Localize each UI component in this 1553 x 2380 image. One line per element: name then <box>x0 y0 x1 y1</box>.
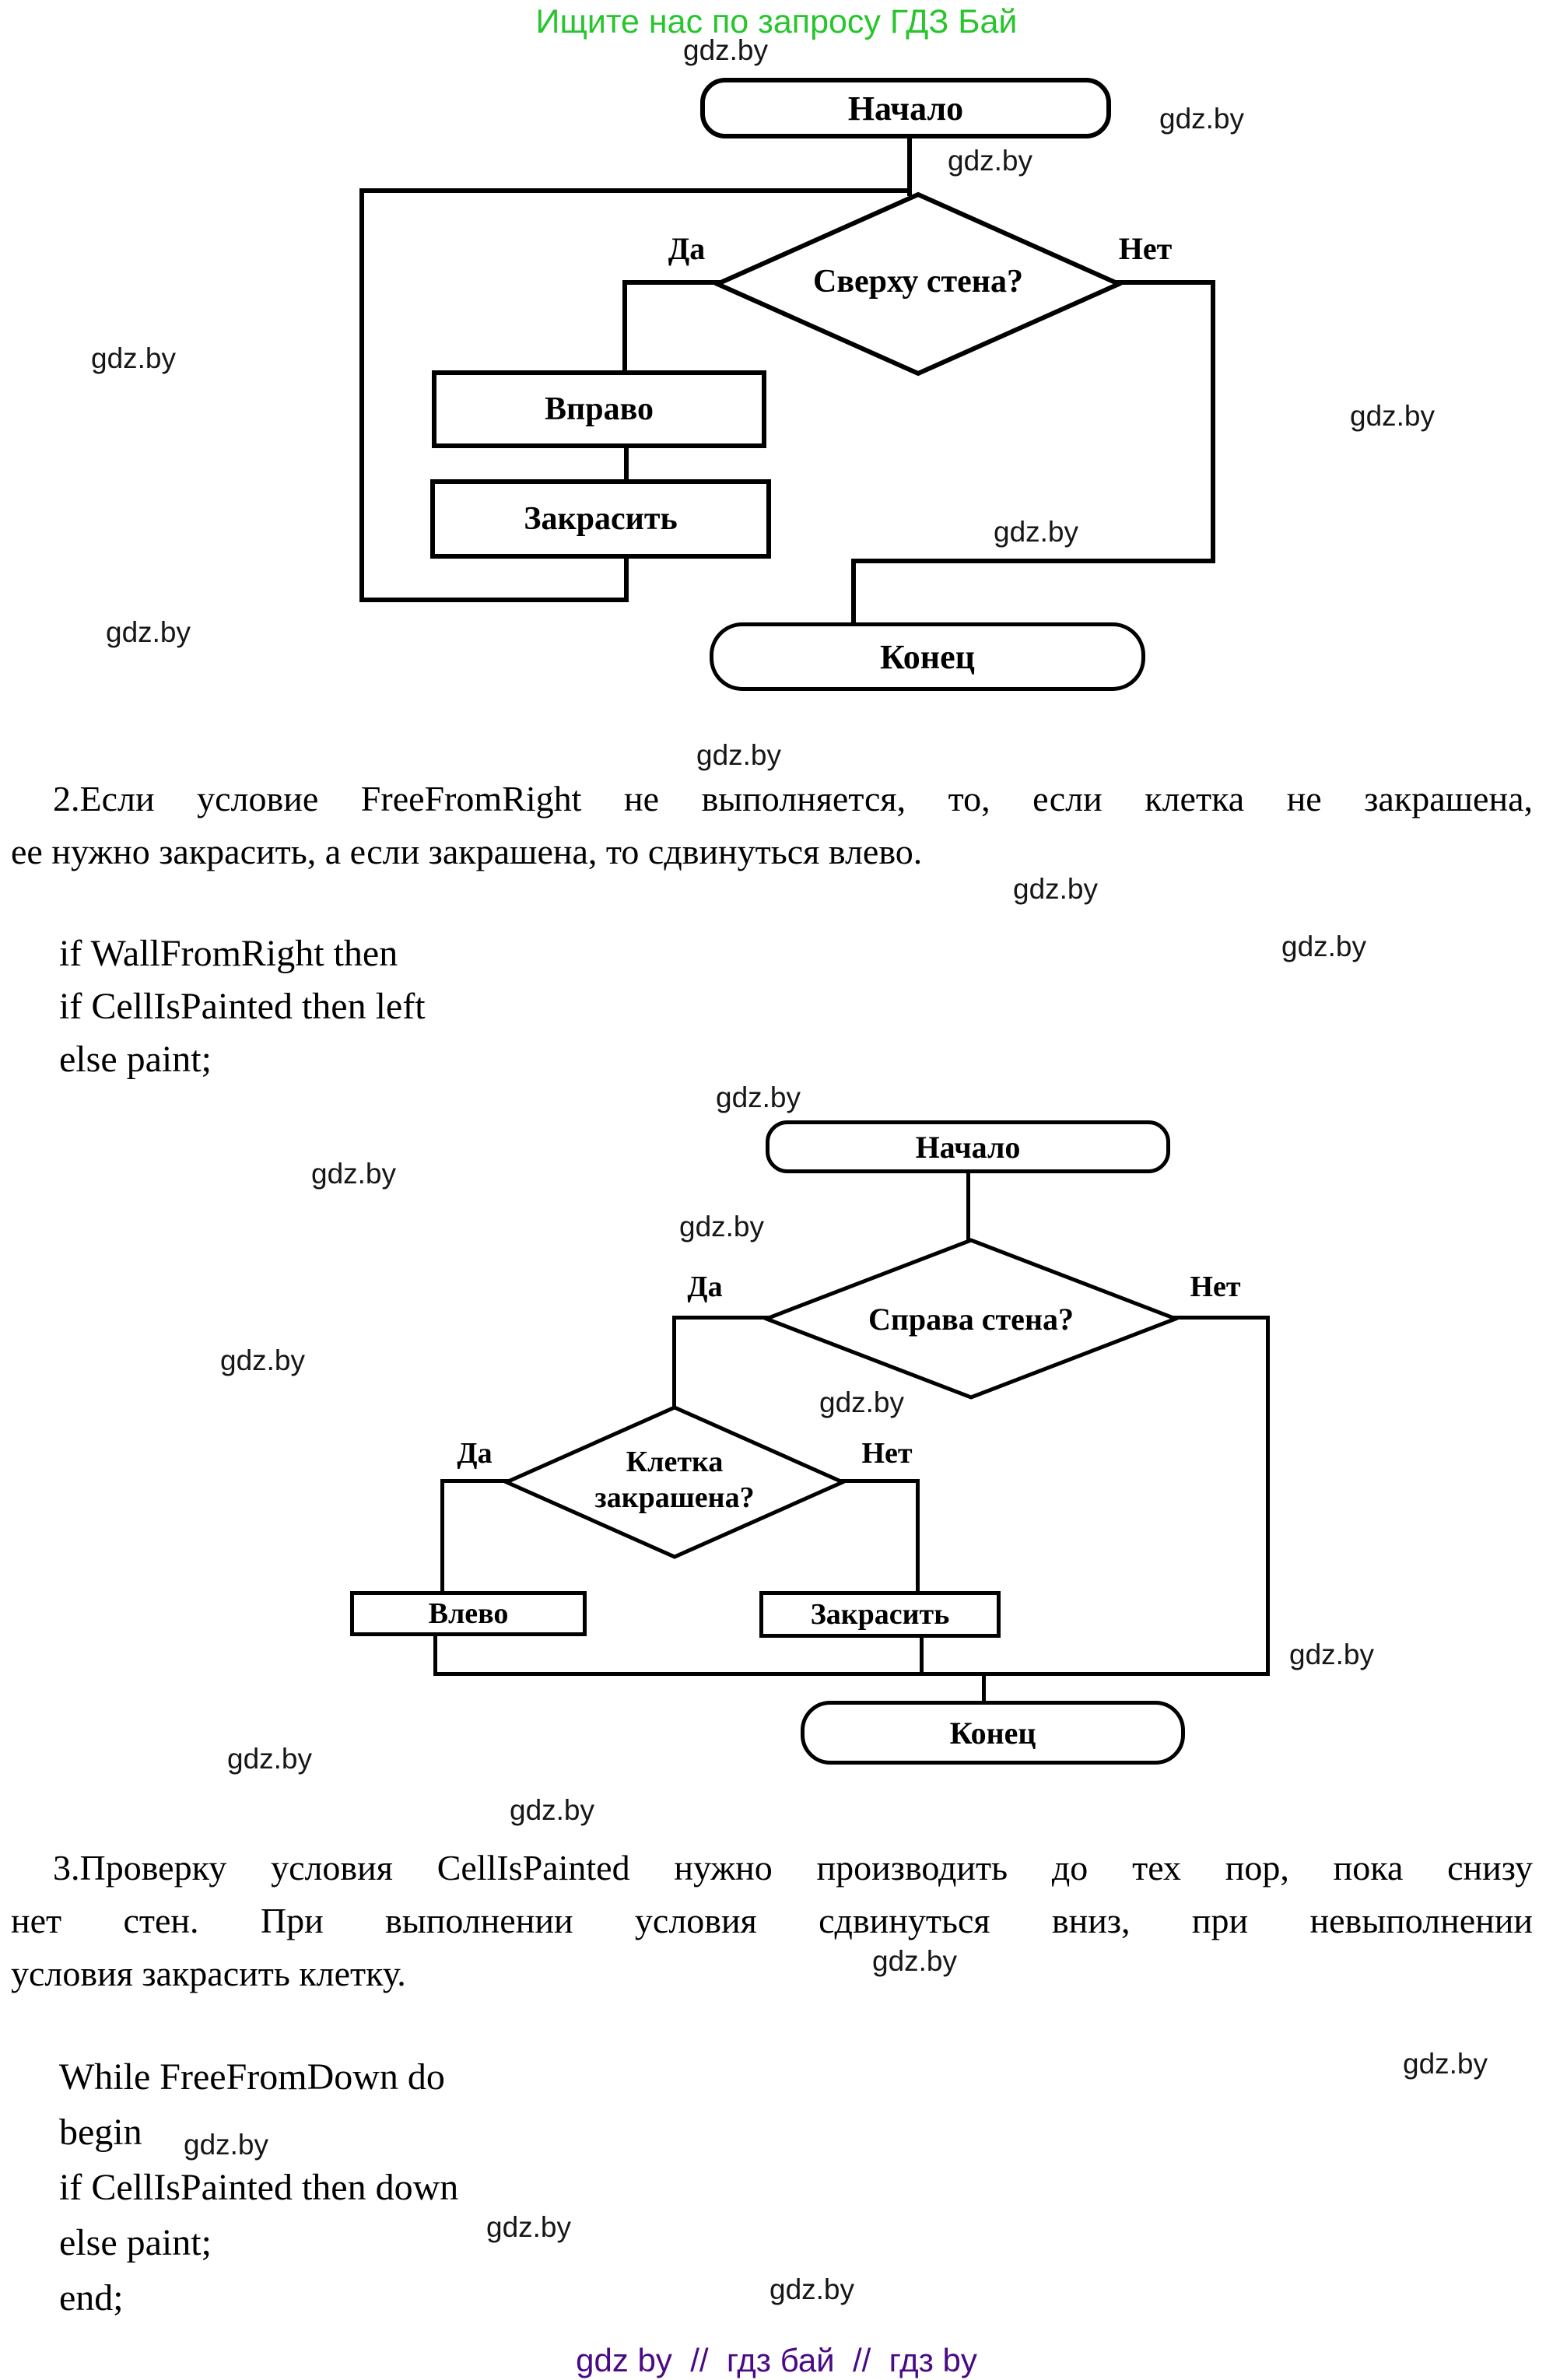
watermark: gdz.by <box>1013 873 1099 905</box>
promo-banner-text: Ищите нас по запросу ГДЗ Бай <box>535 3 1018 40</box>
footer-links: gdz by // гдз бай // гдз by <box>576 2342 977 2378</box>
watermark: gdz.by <box>311 1158 397 1190</box>
connector-paint-exit <box>920 1636 924 1676</box>
code-line: if WallFromRight then <box>59 933 398 974</box>
start-node: Начало <box>766 1120 1170 1173</box>
paragraph-3-line-2: нет стен. При выполнении условия сдвинут… <box>11 1901 1533 1940</box>
connector-no2-horizontal <box>840 1479 920 1483</box>
connector <box>966 1172 970 1243</box>
connector-loop-bottom <box>359 598 629 602</box>
paragraph-3-line-1: 3.Проверку условия CellIsPainted нужно п… <box>53 1848 1533 1888</box>
end-node: Конец <box>801 1701 1185 1765</box>
start-node-label: Начало <box>847 89 964 128</box>
process-node-move-left: Влево <box>350 1591 587 1636</box>
decision-label: Сверху стена? <box>812 264 1024 300</box>
watermark: gdz.by <box>1403 2048 1488 2080</box>
watermark: gdz.by <box>184 2129 269 2161</box>
end-node-label: Конец <box>949 1715 1036 1751</box>
code-line: While FreeFromDown do <box>59 2056 445 2098</box>
code-line: else paint; <box>59 2222 212 2263</box>
code-line: begin <box>59 2112 142 2153</box>
connector-left-exit <box>433 1635 437 1676</box>
decision-diamond-wall-right <box>764 1238 1178 1400</box>
connector-yes-vertical <box>622 280 627 375</box>
decision-label-line-1: Клетка <box>626 1446 724 1478</box>
end-node: Конец <box>710 622 1145 691</box>
connector-no-horizontal-2 <box>851 559 1215 563</box>
watermark: gdz.by <box>819 1386 905 1418</box>
connector-no-horizontal <box>1116 280 1215 285</box>
yes-branch-label: Да <box>687 1271 723 1303</box>
watermark: gdz.by <box>1350 400 1436 432</box>
start-node-label: Начало <box>915 1129 1021 1165</box>
yes-branch-label: Да <box>668 231 706 266</box>
watermark: gdz.by <box>510 1794 595 1826</box>
watermark: gdz.by <box>106 616 191 648</box>
connector-no-horizontal <box>1173 1316 1270 1320</box>
process-node-label: Закрасить <box>524 501 678 537</box>
paragraph-2-line-1: 2.Если условие FreeFromRight не выполняе… <box>53 779 1533 818</box>
connector <box>907 135 912 196</box>
watermark: gdz.by <box>716 1081 801 1113</box>
process-node-label: Вправо <box>545 391 654 427</box>
watermark: gdz.by <box>486 2211 572 2243</box>
connector-loop-left <box>359 188 364 602</box>
watermark: gdz.by <box>683 34 769 66</box>
code-line: end; <box>59 2277 124 2319</box>
watermark: gdz.by <box>872 1945 958 1977</box>
watermark: gdz.by <box>91 342 177 374</box>
process-node-paint: Закрасить <box>430 479 771 559</box>
watermark: gdz.by <box>1159 103 1245 135</box>
connector-end-stem <box>982 1674 986 1704</box>
paragraph-3-line-3: условия закрасить клетку. <box>11 1954 406 1993</box>
watermark: gdz.by <box>1281 931 1367 962</box>
connector-no2-vertical <box>916 1479 920 1594</box>
watermark: gdz.by <box>679 1211 765 1243</box>
connector-between-boxes <box>624 445 629 484</box>
yes-branch-label: Да <box>457 1437 493 1470</box>
no-branch-label: Нет <box>861 1437 913 1470</box>
connector-no-vertical <box>1211 280 1215 563</box>
watermark: gdz.by <box>1289 1639 1375 1670</box>
no-branch-label: Нет <box>1190 1271 1241 1303</box>
process-node-paint: Закрасить <box>759 1591 1001 1638</box>
connector-yes-horizontal <box>672 1316 770 1320</box>
process-node-label: Влево <box>428 1597 509 1630</box>
watermark: gdz.by <box>696 739 782 771</box>
connector-yes-horizontal <box>622 280 722 285</box>
connector-junction <box>433 1672 1270 1676</box>
decision-label: Справа стена? <box>868 1302 1074 1337</box>
decision-label-line-2: закрашена? <box>594 1481 755 1514</box>
connector-no-vertical <box>1266 1316 1270 1676</box>
decision-diamond-cell-painted <box>504 1405 845 1559</box>
connector-yes2-vertical <box>440 1479 444 1594</box>
watermark: gdz.by <box>994 516 1079 548</box>
watermark: gdz.by <box>220 1344 306 1376</box>
end-node-label: Конец <box>880 637 975 676</box>
code-line: if CellIsPainted then left <box>59 986 426 1027</box>
connector-end-stem <box>851 559 856 626</box>
connector-yes-vertical <box>672 1316 676 1412</box>
connector-loop-top <box>359 188 912 193</box>
start-node: Начало <box>700 78 1111 138</box>
code-line: if CellIsPainted then down <box>59 2167 459 2208</box>
paragraph-2-line-2: ее нужно закрасить, а если закрашена, то… <box>11 832 923 871</box>
no-branch-label: Нет <box>1118 231 1173 266</box>
connector-yes2-horizontal <box>440 1479 510 1483</box>
connector-paint-exit <box>624 554 629 601</box>
decision-diamond-wall-above <box>714 191 1122 377</box>
process-node-label: Закрасить <box>810 1598 950 1631</box>
watermark: gdz.by <box>769 2273 855 2305</box>
code-line: else paint; <box>59 1039 212 1080</box>
decision-label: Клетка закрашена? <box>519 1444 830 1516</box>
watermark: gdz.by <box>227 1743 313 1775</box>
watermark: gdz.by <box>948 145 1033 177</box>
process-node-move-right: Вправо <box>432 370 766 448</box>
